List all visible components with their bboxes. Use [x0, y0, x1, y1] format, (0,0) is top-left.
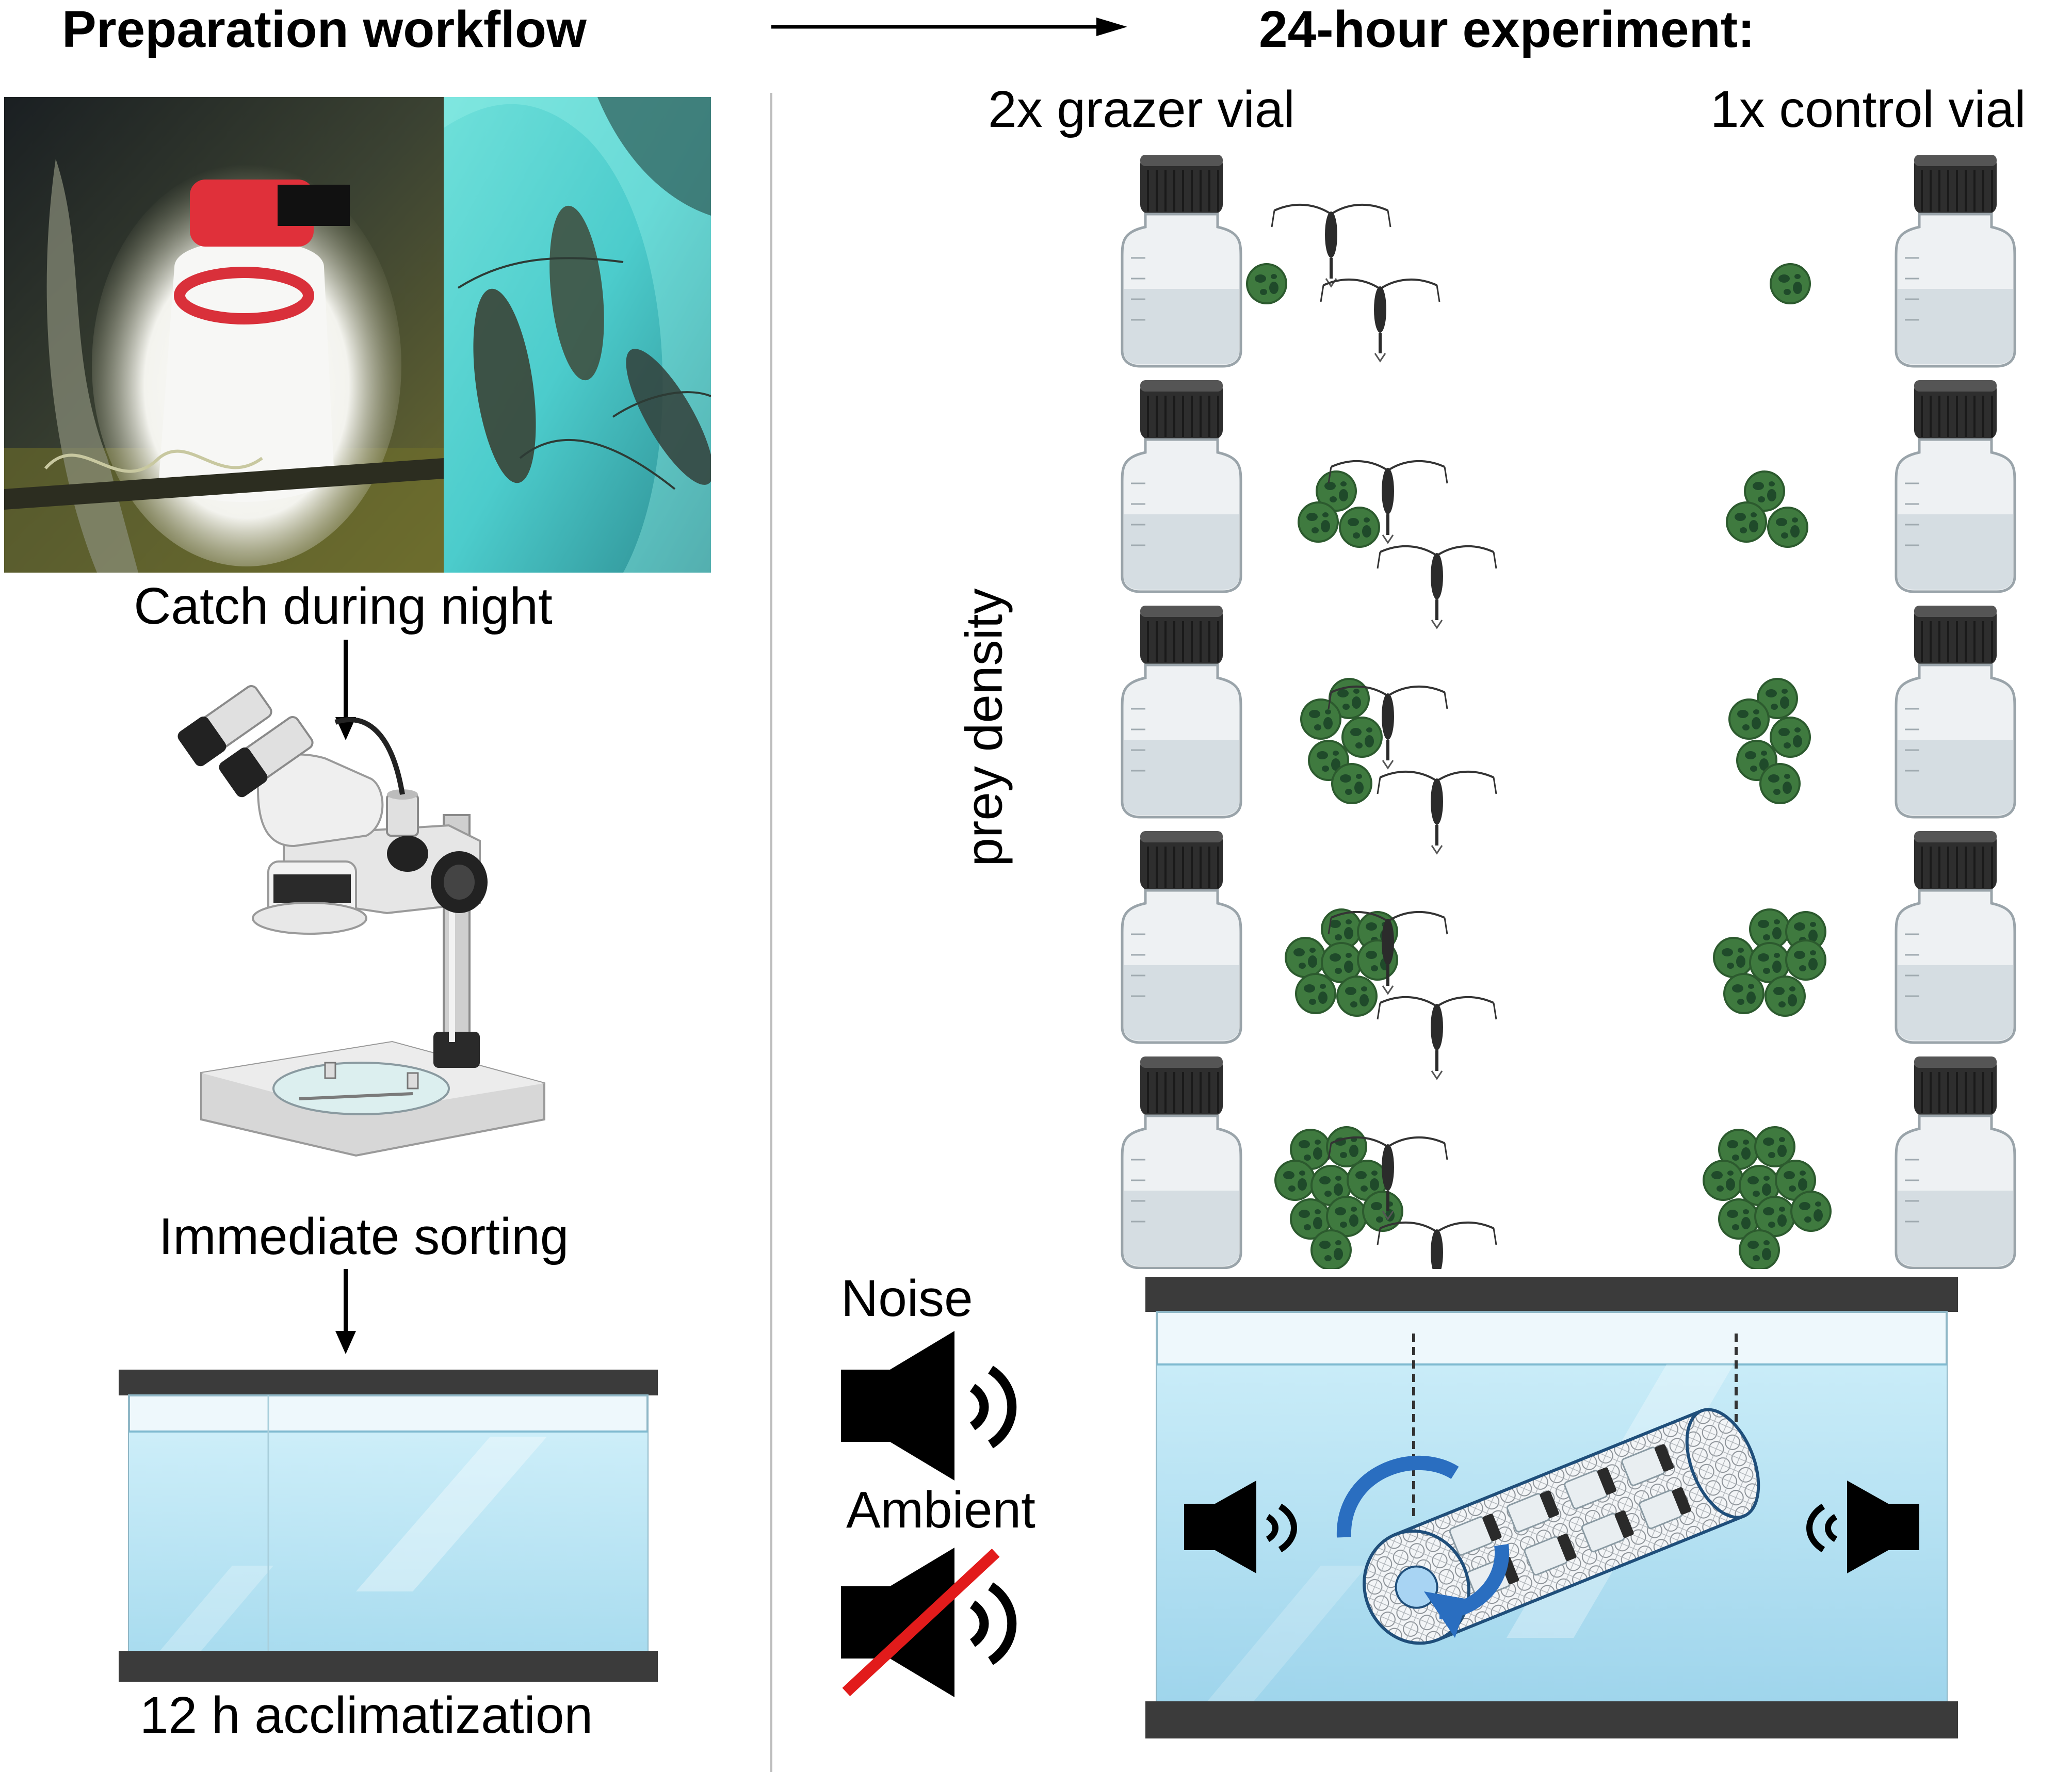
grazer-bottle-1: [1121, 155, 1242, 368]
catch-during-night-label: Catch during night: [134, 577, 553, 635]
control-bottle-1: [1895, 155, 2016, 368]
preparation-workflow-title: Preparation workflow: [62, 1, 587, 58]
grazer-prey-cluster-4: [1285, 908, 1398, 1017]
speaker-ambient-muted-icon: [841, 1548, 1017, 1697]
prey-density-axis: prey density: [953, 567, 1015, 887]
immediate-sorting-label: Immediate sorting: [158, 1208, 569, 1265]
prey-cell: [1310, 1229, 1352, 1269]
grazer-bottle-5: [1121, 1056, 1242, 1269]
experiment-title: 24-hour experiment:: [1259, 1, 1755, 58]
prey-cell: [1765, 976, 1806, 1017]
down-arrow-2: [335, 1269, 356, 1354]
grazer-bottle-3: [1121, 606, 1242, 819]
control-prey-cluster-2: [1726, 470, 1808, 548]
copepod-grazer: [1320, 278, 1440, 363]
prey-cell: [1341, 717, 1383, 758]
prey-cell: [1326, 1126, 1367, 1167]
panel-divider: [770, 93, 772, 1772]
experiment-tank-icon: [1145, 1277, 1958, 1738]
prey-cell: [1770, 717, 1811, 758]
prey-cell: [1300, 698, 1341, 740]
prey-cell: [1274, 1160, 1316, 1201]
control-prey-cluster-5: [1703, 1126, 1832, 1269]
copepod-grazer: [1377, 1221, 1497, 1269]
catch-photo: [4, 97, 711, 573]
prey-cell: [1726, 501, 1767, 543]
prey-cell: [1347, 1160, 1388, 1201]
prey-cell: [1785, 911, 1826, 952]
copepod-grazer: [1271, 203, 1391, 288]
prey-cell: [1770, 263, 1811, 304]
control-vial-label: 1x control vial: [1710, 80, 2026, 138]
control-bottle-4: [1895, 831, 2016, 1044]
prey-cell: [1790, 1191, 1832, 1232]
control-prey-cluster-3: [1728, 678, 1811, 804]
workflow-arrow: [771, 18, 1127, 36]
prey-cell: [1246, 263, 1287, 304]
grazer-prey-cluster-5: [1274, 1126, 1403, 1269]
grazer-vial-label: 2x grazer vial: [988, 80, 1295, 138]
ambient-label: Ambient: [846, 1481, 1035, 1539]
prey-cell: [1298, 501, 1339, 543]
prey-cell: [1759, 763, 1801, 804]
control-bottle-3: [1895, 606, 2016, 819]
grazer-prey-cluster-3: [1300, 678, 1383, 804]
prey-cell: [1754, 1126, 1795, 1167]
grazer-bottle-2: [1121, 380, 1242, 593]
vial-grid: [1121, 155, 2016, 1269]
prey-cell: [1316, 470, 1357, 512]
control-prey-cluster-4: [1713, 908, 1826, 1017]
prey-cell: [1757, 678, 1798, 719]
prey-cell: [1775, 1160, 1816, 1201]
prey-cell: [1767, 507, 1808, 548]
prey-cell: [1785, 939, 1826, 981]
prey-density-label: prey density: [955, 588, 1013, 867]
grazer-prey-cluster-1: [1246, 263, 1287, 304]
acclimatization-tank-icon: [119, 1370, 658, 1682]
control-bottle-5: [1895, 1056, 2016, 1269]
prey-cell: [1336, 976, 1378, 1017]
prey-cell: [1339, 507, 1380, 548]
prey-cell: [1728, 698, 1770, 740]
prey-cell: [1723, 973, 1765, 1014]
copepod-grazer: [1328, 1136, 1448, 1221]
copepod-grazer: [1328, 460, 1448, 544]
prey-cell: [1326, 1196, 1367, 1237]
prey-cell: [1703, 1160, 1744, 1201]
prey-cell: [1713, 937, 1754, 978]
acclimatization-label: 12 h acclimatization: [139, 1686, 593, 1744]
prey-cell: [1285, 937, 1326, 978]
prey-cell: [1295, 973, 1336, 1014]
copepod-grazer: [1328, 685, 1448, 770]
speaker-noise-icon: [841, 1331, 1017, 1481]
control-bottle-2: [1895, 380, 2016, 593]
copepod-grazer: [1328, 911, 1448, 995]
copepod-grazer: [1377, 545, 1497, 629]
prey-cell: [1739, 1229, 1780, 1269]
control-prey-cluster-1: [1770, 263, 1811, 304]
prey-cell: [1331, 763, 1372, 804]
noise-label: Noise: [841, 1270, 973, 1327]
stereo-microscope-icon: [177, 685, 545, 1157]
prey-cell: [1744, 470, 1785, 512]
grazer-prey-cluster-2: [1298, 470, 1380, 548]
copepod-grazer: [1377, 996, 1497, 1080]
copepod-grazer: [1377, 770, 1497, 855]
grazer-bottle-4: [1121, 831, 1242, 1044]
